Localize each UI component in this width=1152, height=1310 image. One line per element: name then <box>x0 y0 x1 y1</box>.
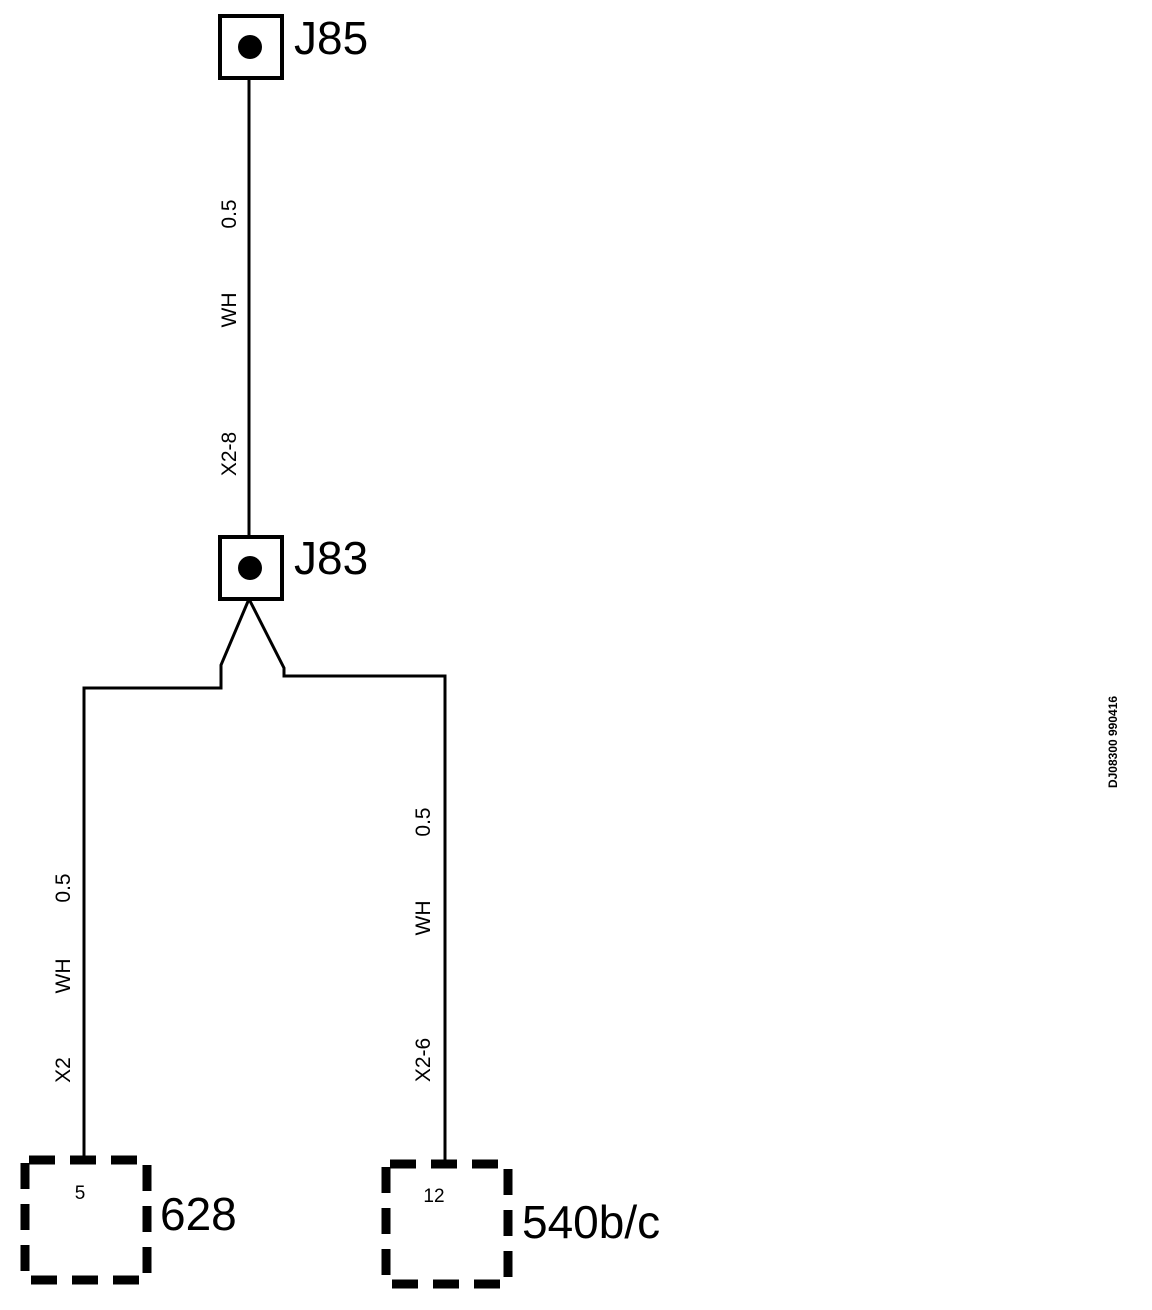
component-540bc-pin: 12 <box>423 1186 444 1207</box>
right-wire-connector: X2-6 <box>412 1038 435 1082</box>
splice-j85: J85 <box>218 12 368 80</box>
left-wire-size: 0.5 <box>52 873 75 902</box>
right-branch-wire <box>247 598 447 1162</box>
splice-j83-box <box>218 535 284 601</box>
component-540bc-box <box>381 1159 513 1289</box>
main-wire-color: WH <box>218 293 241 328</box>
right-wire-size: 0.5 <box>412 807 435 836</box>
component-540bc-label: 540b/c <box>522 1196 660 1248</box>
splice-j85-dot <box>238 35 262 59</box>
component-628-box <box>20 1155 152 1285</box>
splice-j83-dot <box>238 556 262 580</box>
main-wire-connector: X2-8 <box>218 432 241 476</box>
component-628-pin: 5 <box>75 1183 86 1204</box>
splice-j83: J83 <box>218 532 368 601</box>
drawing-reference: DJ08300 990416 <box>1106 696 1120 788</box>
splice-j85-box <box>218 14 284 80</box>
left-wire-connector: X2 <box>52 1057 75 1083</box>
left-branch-wire <box>82 598 251 1158</box>
splice-j83-label: J83 <box>294 532 368 584</box>
left-wire-color: WH <box>52 959 75 994</box>
component-628: 5 628 <box>20 1155 237 1285</box>
component-628-label: 628 <box>160 1188 237 1240</box>
right-wire-color: WH <box>412 901 435 936</box>
component-540bc: 12 540b/c <box>381 1159 660 1289</box>
main-wire-size: 0.5 <box>218 199 241 228</box>
splice-j85-label: J85 <box>294 12 368 64</box>
